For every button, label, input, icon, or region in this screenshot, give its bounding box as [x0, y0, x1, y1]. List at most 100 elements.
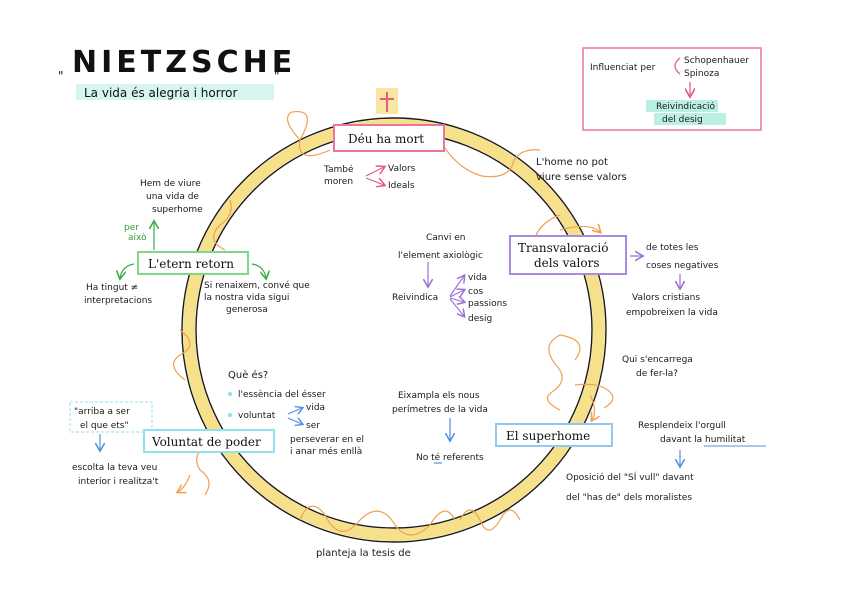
- voluntat-box: [143, 429, 275, 453]
- title-close-quote: ": [274, 69, 280, 83]
- canvi-line-2: l'element axiològic: [398, 250, 483, 261]
- influence-label: Influenciat per: [590, 63, 656, 73]
- etern-right-1: Si renaixem, convé que: [204, 280, 310, 291]
- voluntat-vida: vida: [306, 403, 325, 413]
- deu-title: Déu ha mort: [348, 132, 424, 146]
- transvaloracio-title-2: dels valors: [534, 256, 599, 270]
- ring-outer-edge: [181, 117, 607, 543]
- home-valors-note: L'home no pot viure sense valors: [536, 157, 627, 183]
- canvi-arrow-vida: [449, 276, 464, 297]
- swirl-arrow-right: [559, 226, 600, 232]
- voluntat-persevera-1: perseverar en el: [290, 435, 364, 445]
- page-subtitle: La vida és alegria i horror: [84, 86, 237, 100]
- voluntat-persevera-2: i anar més enllà: [290, 446, 362, 457]
- etern-left-2: interpretacions: [84, 296, 152, 306]
- superhome-box: [495, 423, 613, 447]
- superhome-eixampla-2: perímetres de la vida: [392, 405, 488, 415]
- voluntat-bullet-1: [227, 391, 233, 397]
- etern-retorn-node: Hem de viure una vida de superhome per a…: [84, 179, 310, 315]
- superhome-resplendeix-1: Resplendeix l'orgull: [638, 421, 726, 431]
- voluntat-arrow-vida: [287, 408, 302, 414]
- influence-highlight-2: [654, 113, 726, 125]
- voluntat-arrow-ser: [287, 418, 302, 424]
- voluntat-ser: ser: [306, 421, 320, 431]
- etern-arrow-right: [251, 263, 266, 278]
- canvi-item-3: passions: [468, 299, 507, 309]
- home-line-1: L'home no pot: [536, 157, 608, 168]
- canvi-item-1: vida: [468, 273, 487, 283]
- etern-right-2: la nostra vida sigui: [204, 293, 289, 303]
- voluntat-escolta-2: interior i realitza't: [78, 477, 159, 487]
- influence-result-1: Reivindicació: [656, 101, 716, 112]
- transvaloracio-result-2: empobreixen la vida: [626, 308, 718, 318]
- ring-inner-edge: [195, 131, 593, 529]
- etern-side-1: per: [124, 223, 139, 233]
- etern-left-1: Ha tingut ≠: [86, 283, 138, 293]
- superhome-eixampla-1: Eixampla els nous: [398, 391, 480, 401]
- deu-box: [333, 124, 445, 152]
- etern-right-3: generosa: [226, 305, 268, 315]
- transvaloracio-box: [509, 235, 627, 275]
- superhome-no-ref: No té referents: [416, 452, 484, 463]
- title-open-quote: ": [58, 69, 64, 83]
- voluntat-bullet-2-text: voluntat: [238, 411, 276, 421]
- canvi-item-2: cos: [468, 287, 483, 297]
- swirl-top-right: [444, 147, 541, 178]
- swirl-left-upper: [213, 199, 232, 251]
- transvaloracio-result-1: Valors cristians: [632, 293, 700, 303]
- transvaloracio-node: Transvaloració dels valors de totes les …: [509, 235, 719, 318]
- etern-side-2: això: [128, 232, 147, 243]
- swirl-arrow-superhome: [589, 394, 595, 420]
- voluntat-question: Què és?: [228, 369, 268, 381]
- deu-also-1: També: [323, 164, 354, 175]
- etern-box: [137, 251, 249, 275]
- canvi-axiologic: Canvi en l'element axiològic Reivindica …: [392, 233, 507, 324]
- superhome-oposicio-2: del "has de" dels moralistes: [566, 493, 692, 503]
- voluntat-quote-frame: [69, 401, 153, 433]
- influence-brace: [674, 57, 681, 75]
- voluntat-title: Voluntat de poder: [151, 435, 261, 449]
- influence-result-2: del desig: [662, 115, 703, 125]
- deu-value-2: Ideals: [388, 181, 415, 191]
- etern-top-3: superhome: [152, 205, 203, 215]
- influence-frame: [582, 47, 762, 131]
- swirl-arrow-voluntat: [178, 474, 191, 492]
- canvi-reivindica: Reivindica: [392, 293, 438, 303]
- canvi-arrow-desig: [449, 298, 464, 316]
- influence-name-1: Schopenhauer: [684, 56, 749, 66]
- superhome-question-1: Qui s'encarrega: [622, 355, 693, 365]
- canvi-item-4: desig: [468, 314, 492, 324]
- voluntat-escolta-1: escolta la teva veu: [72, 463, 157, 473]
- influence-name-2: Spinoza: [684, 69, 719, 79]
- deu-also-2: moren: [324, 177, 353, 187]
- swirl-bottom-right: [459, 509, 521, 531]
- deu-arrow-valors: [365, 167, 384, 177]
- swirl-bottom: [299, 505, 456, 536]
- swirl-left: [173, 329, 191, 381]
- superhome-node: Qui s'encarrega de fer-la? Eixampla els …: [392, 355, 766, 503]
- subtitle-highlight: [76, 84, 274, 100]
- deu-arrow-ideals: [365, 177, 384, 185]
- influence-highlight-1: [646, 100, 718, 112]
- voluntat-quote-1: "arriba a ser: [74, 407, 130, 417]
- superhome-oposicio-1: Oposició del "SÍ vull" davant: [566, 471, 694, 483]
- canvi-line-1: Canvi en: [426, 233, 465, 243]
- home-line-2: viure sense valors: [536, 172, 627, 183]
- etern-top-1: Hem de viure: [140, 179, 201, 189]
- etern-arrow-left: [120, 263, 135, 278]
- deu-value-1: Valors: [388, 164, 416, 174]
- influence-box: Influenciat per Schopenhauer Spinoza Rei…: [582, 47, 762, 131]
- voluntat-bullet-1-text: l'essència del ésser: [238, 389, 326, 400]
- etern-top-2: una vida de: [146, 192, 199, 202]
- bottom-text: planteja la tesis de: [316, 548, 411, 559]
- page-title: NIETZSCHE: [72, 45, 296, 80]
- swirl-right-mid: [546, 334, 581, 411]
- swirl-right-side: [574, 383, 614, 409]
- transvaloracio-note-1: de totes les: [646, 243, 699, 253]
- transvaloracio-title-1: Transvaloració: [518, 241, 608, 255]
- superhome-resplendeix-2: davant la humilitat: [660, 435, 746, 445]
- canvi-arrow-passions: [449, 298, 464, 302]
- canvi-arrow-cos: [449, 290, 464, 298]
- voluntat-node: Què és? l'essència del ésser voluntat vi…: [69, 369, 364, 487]
